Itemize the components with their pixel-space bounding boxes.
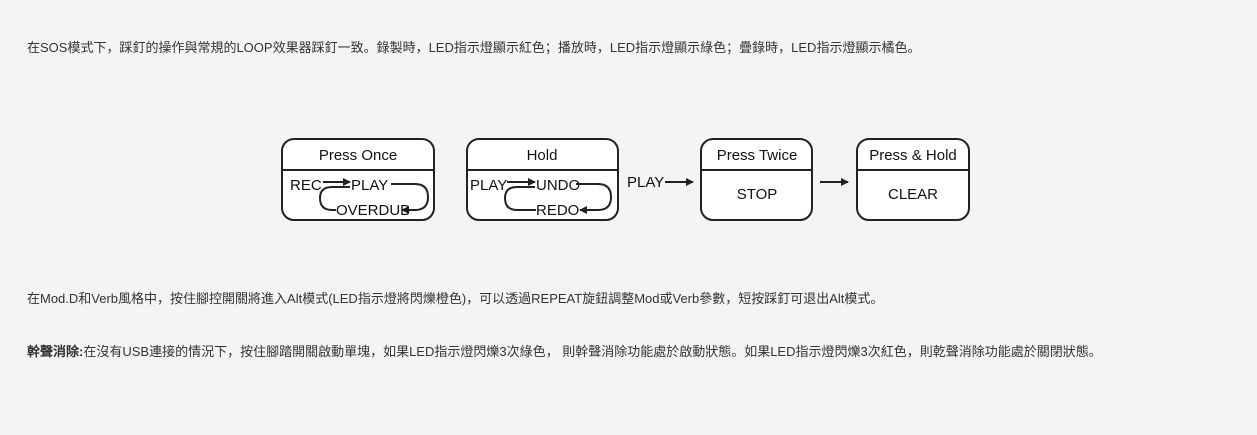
dry-kill-label: 幹聲消除: <box>27 344 84 359</box>
undo-label: UNDO <box>536 177 580 194</box>
alt-mode-text: 在Mod.D和Verb風格中，按住腳控開關將進入Alt模式(LED指示燈將閃爍橙… <box>27 291 884 306</box>
redo-label: REDO <box>536 202 579 219</box>
press-once-box: Press Once REC PLAY OVERDUB <box>281 138 435 221</box>
play-transition-label: PLAY <box>627 174 664 191</box>
press-hold-box: Press & Hold CLEAR <box>856 138 970 221</box>
press-hold-title: Press & Hold <box>869 147 957 164</box>
press-twice-box: Press Twice STOP <box>700 138 813 221</box>
press-twice-title: Press Twice <box>717 147 798 164</box>
hold-box: Hold PLAY UNDO REDO <box>466 138 619 221</box>
rec-label: REC <box>290 177 322 194</box>
clear-label: CLEAR <box>888 186 938 203</box>
stop-label: STOP <box>737 186 778 203</box>
press-once-title: Press Once <box>319 147 397 164</box>
dry-kill-text: 在沒有USB連接的情況下，按住腳踏開關啟動單塊，如果LED指示燈閃爍3次綠色， … <box>83 344 1102 359</box>
dry-kill-paragraph: 幹聲消除:在沒有USB連接的情況下，按住腳踏開關啟動單塊，如果LED指示燈閃爍3… <box>27 339 1237 365</box>
sos-intro-text: 在SOS模式下，踩釘的操作與常規的LOOP效果器踩釘一致。錄製時，LED指示燈顯… <box>27 40 921 55</box>
hold-title: Hold <box>527 147 558 164</box>
play-label: PLAY <box>351 177 388 194</box>
overdub-label: OVERDUB <box>336 202 410 219</box>
play-label-2: PLAY <box>470 177 507 194</box>
